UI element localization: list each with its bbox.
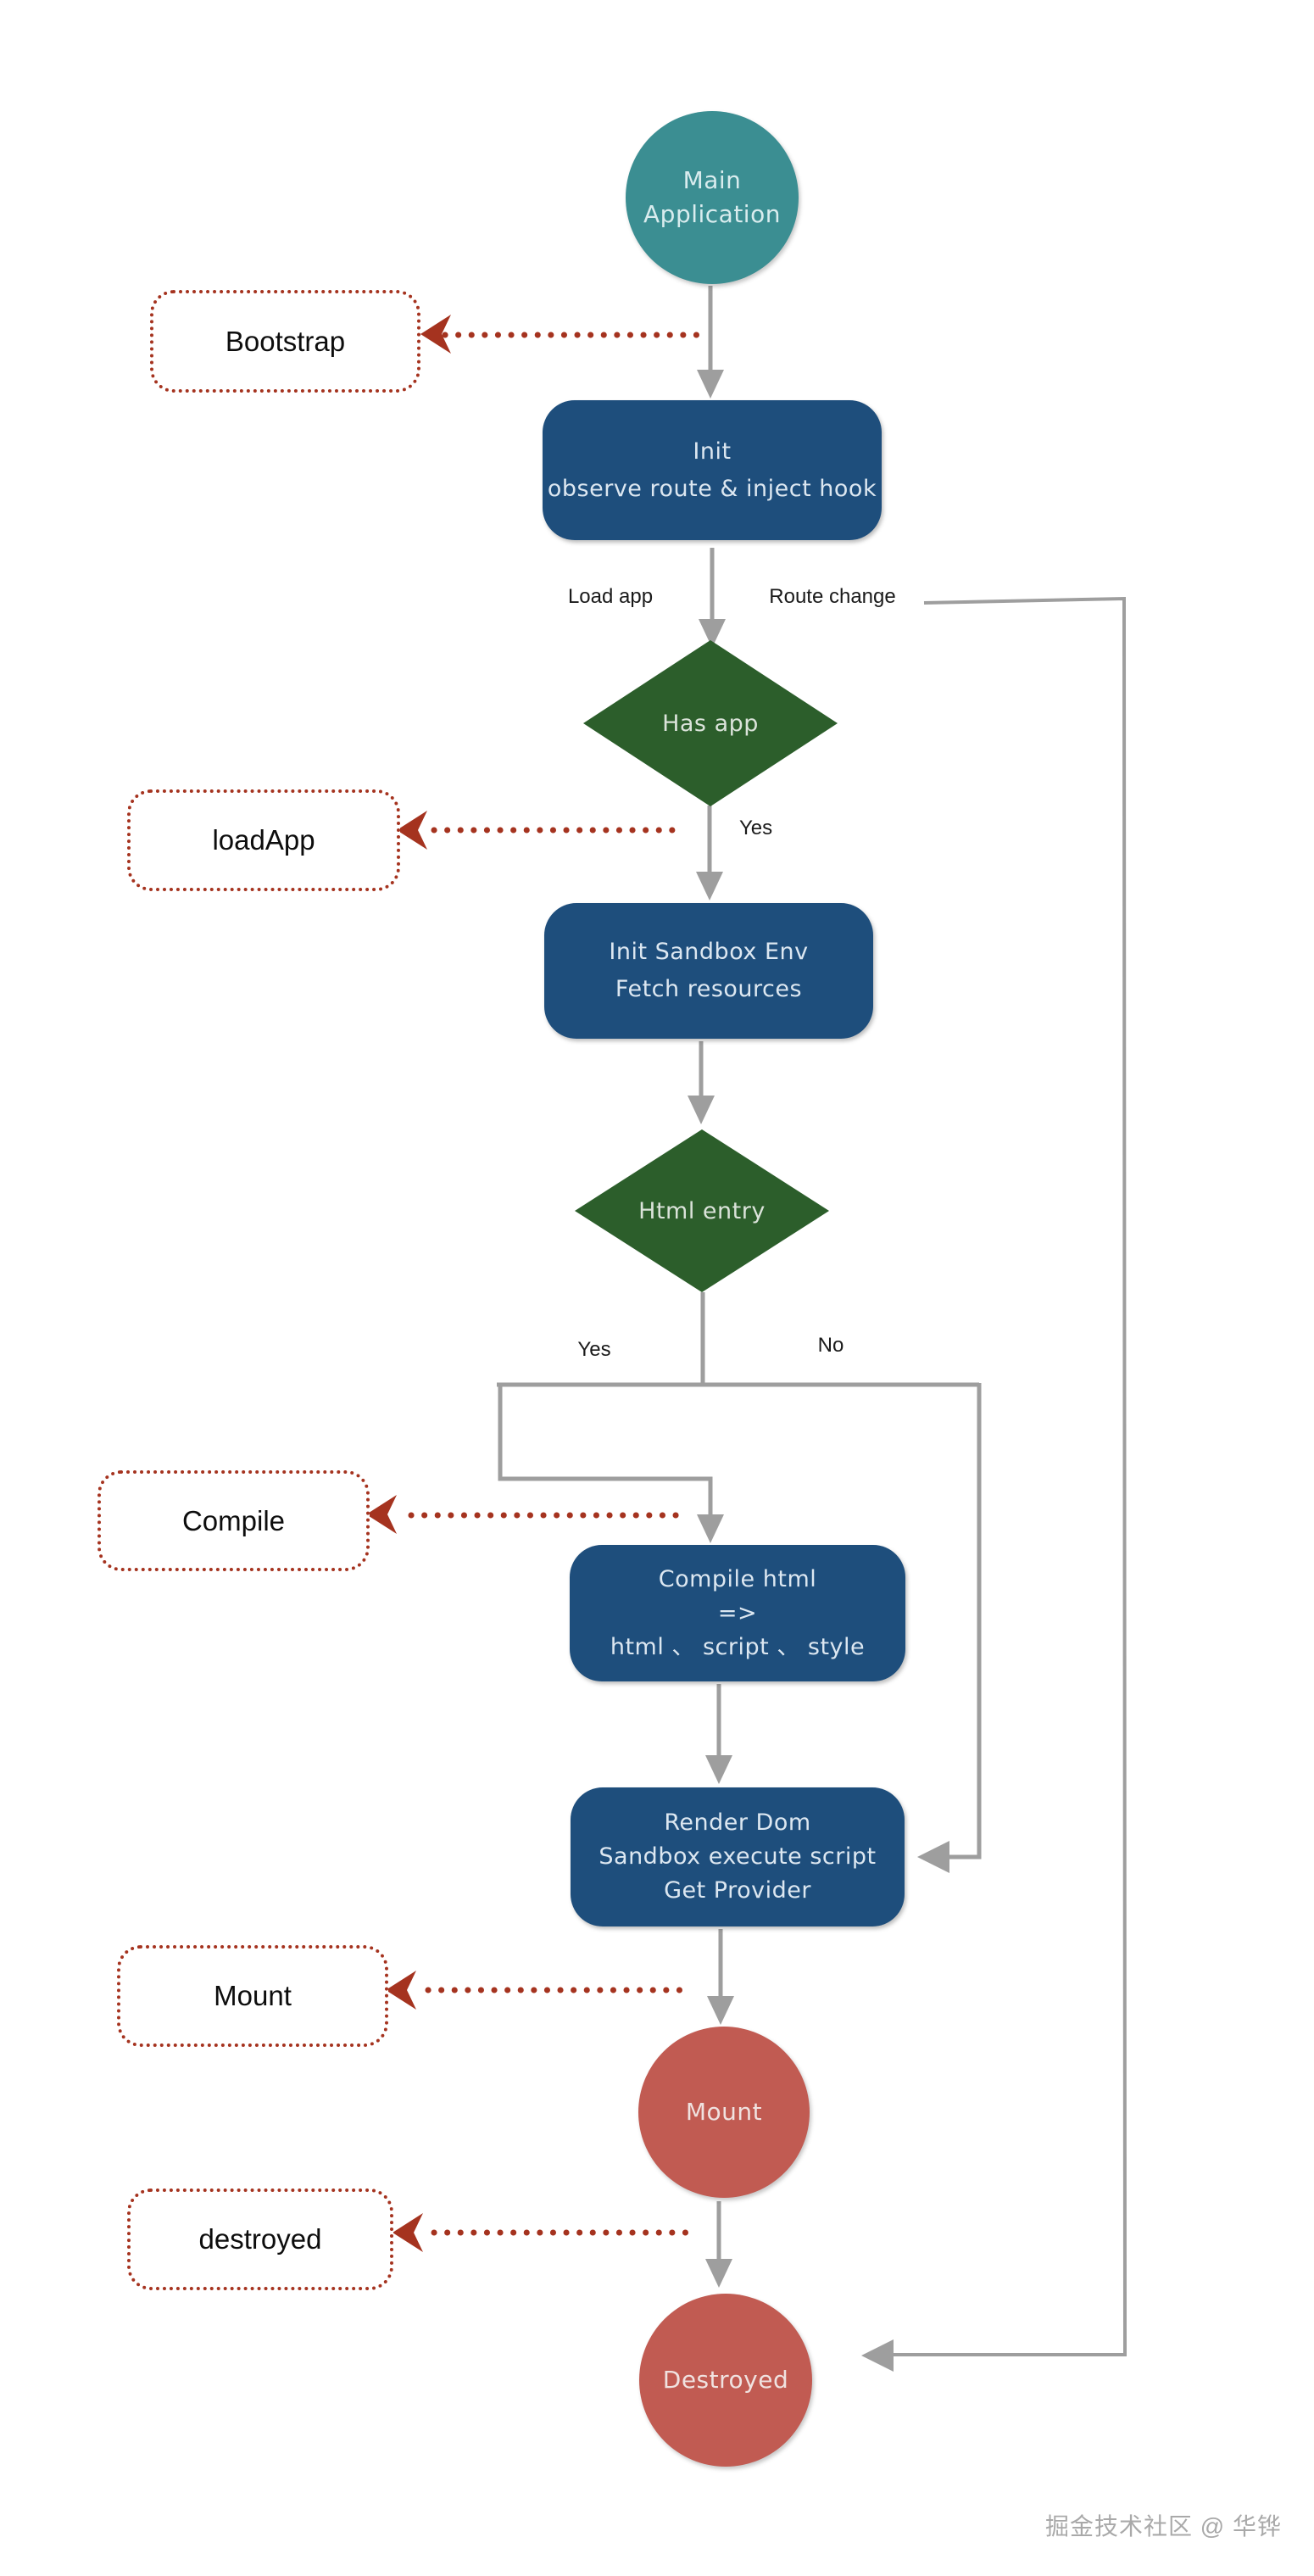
- process-node-render-dom: Render Dom Sandbox execute script Get Pr…: [571, 1787, 905, 1926]
- hook-label: Compile: [181, 1504, 286, 1536]
- connector-mount-to-destroyed: [705, 2201, 732, 2288]
- hook-label: loadApp: [212, 824, 315, 856]
- red-arrow-left-icon: [366, 1495, 397, 1534]
- red-arrow-left-icon: [393, 2213, 423, 2252]
- hook-label: Mount: [214, 1980, 292, 2011]
- hook-label: destroyed: [198, 2223, 322, 2255]
- node-label: observe route & inject hook: [547, 475, 877, 502]
- hook-arrow-destroyed: [393, 2213, 692, 2252]
- connector-no-to-renderdom: [917, 1383, 982, 1873]
- connector-compilehtml-to-renderdom: [705, 1684, 732, 1784]
- hook-box-bootstrap: Bootstrap: [150, 290, 420, 393]
- arrow-down-icon: [705, 1755, 732, 1784]
- red-arrow-left-icon: [420, 315, 451, 354]
- node-label: Compile html: [658, 1565, 817, 1592]
- connector-hasapp-to-sandbox: [696, 806, 723, 900]
- arrow-down-icon: [688, 1096, 715, 1124]
- arrow-down-icon: [705, 2259, 732, 2288]
- node-label: Sandbox execute script: [599, 1843, 877, 1870]
- node-label: Mount: [685, 2098, 763, 2126]
- hook-arrow-compile: [366, 1495, 682, 1534]
- line-no-path: [941, 1383, 982, 1860]
- start-node-main-application: Main Application: [626, 111, 799, 284]
- node-label: =>: [717, 1599, 758, 1626]
- node-label: Destroyed: [662, 2366, 789, 2394]
- hook-arrow-mount: [386, 1971, 692, 2010]
- connector-sandbox-to-htmlentry: [688, 1041, 715, 1124]
- edge-label-route-change: Route change: [769, 585, 896, 608]
- node-label: Init Sandbox Env: [609, 939, 809, 965]
- process-node-compile-html: Compile html => html 、 script 、 style: [570, 1545, 905, 1681]
- arrow-left-icon: [917, 1841, 949, 1873]
- arrow-down-icon: [696, 872, 723, 900]
- end-node-destroyed: Destroyed: [639, 2294, 812, 2467]
- node-label: Init: [693, 438, 732, 465]
- end-node-mount: Mount: [638, 2027, 810, 2198]
- arrow-down-icon: [697, 1514, 724, 1543]
- connector-init-to-hasapp: [699, 548, 726, 648]
- node-label: Has app: [662, 710, 759, 737]
- edge-label-html-entry-no: No: [817, 1334, 844, 1357]
- edge-label-load-app: Load app: [567, 585, 654, 608]
- node-label: Get Provider: [664, 1877, 811, 1904]
- arrow-left-icon: [861, 2339, 894, 2372]
- line-route-change: [887, 596, 1127, 2356]
- line-branch-tee: [497, 1292, 979, 1387]
- hook-arrow-bootstrap: [420, 315, 707, 354]
- arrow-down-icon: [699, 619, 726, 648]
- process-node-init-sandbox: Init Sandbox Env Fetch resources: [544, 903, 873, 1039]
- connector-yes-to-compilehtml: [498, 1383, 724, 1543]
- hook-box-loadapp: loadApp: [127, 789, 400, 891]
- watermark-text: 掘金技术社区 @ 华铧: [1045, 2513, 1282, 2540]
- node-label: Html entry: [638, 1197, 766, 1224]
- red-arrow-left-icon: [386, 1971, 416, 2010]
- red-arrow-left-icon: [397, 811, 427, 850]
- node-label: Application: [643, 200, 781, 228]
- hook-box-destroyed: destroyed: [127, 2188, 393, 2290]
- arrow-down-icon: [707, 1996, 734, 2025]
- hook-box-compile: Compile: [97, 1470, 370, 1571]
- connector-renderdom-to-mount: [707, 1929, 734, 2025]
- hook-arrow-loadapp: [397, 811, 684, 850]
- process-node-init: Init observe route & inject hook: [543, 400, 882, 540]
- line-yes-path: [498, 1383, 713, 1518]
- edge-label-html-entry-yes: Yes: [577, 1338, 611, 1361]
- hook-box-mount: Mount: [117, 1945, 388, 2047]
- hook-label: Bootstrap: [225, 325, 346, 357]
- node-label: Render Dom: [664, 1809, 811, 1836]
- node-label: html 、 script 、 style: [610, 1633, 866, 1660]
- node-label: Main: [682, 166, 742, 194]
- node-label: Fetch resources: [615, 976, 803, 1002]
- connector-htmlentry-branch: [497, 1292, 979, 1387]
- edge-label-has-app-yes: Yes: [739, 817, 773, 839]
- connector-main-to-init: [697, 286, 724, 399]
- connector-routechange-to-destroyed: [861, 596, 1127, 2372]
- arrow-down-icon: [697, 370, 724, 399]
